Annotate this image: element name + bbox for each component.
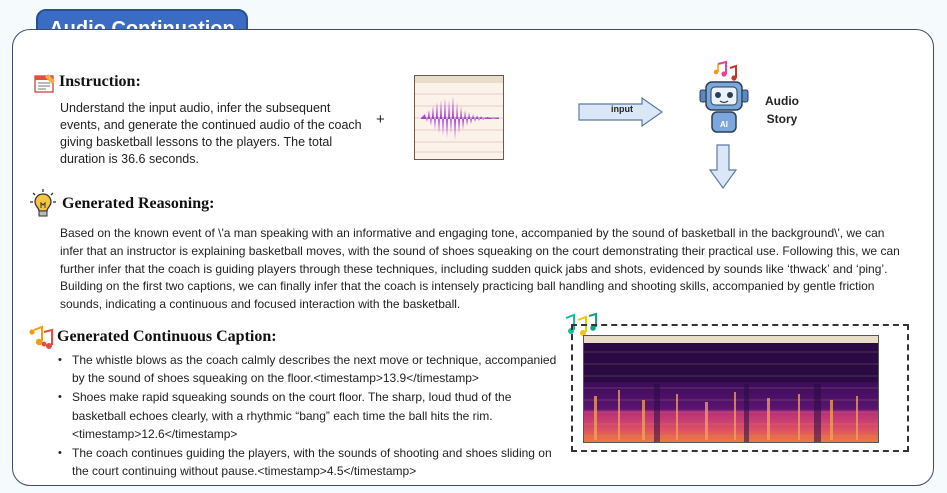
audio-story-line1: Audio [765, 94, 799, 108]
caption-list: The whistle blows as the coach calmly de… [58, 351, 568, 481]
reasoning-heading: Generated Reasoning: [62, 195, 215, 212]
instruction-heading: Instruction: [59, 73, 141, 90]
input-arrow [578, 97, 664, 127]
output-spectrogram [583, 335, 879, 443]
reasoning-text: Based on the known event of \'a man spea… [60, 226, 900, 312]
lightbulb-icon [30, 189, 56, 217]
caption-heading: Generated Continuous Caption: [57, 328, 277, 345]
audio-story-line2: Story [766, 112, 798, 126]
output-arrow [709, 144, 737, 190]
plus-sign: + [376, 111, 385, 128]
caption-item: The whistle blows as the coach calmly de… [58, 351, 568, 387]
input-waveform [414, 75, 504, 160]
music-notes-icon [713, 60, 737, 81]
robot-icon: AI [699, 60, 749, 133]
instruction-text: Understand the input audio, infer the su… [60, 101, 362, 166]
caption-item: The coach continues guiding the players,… [58, 444, 568, 480]
input-arrow-label: input [611, 104, 633, 114]
output-spectrogram-frame [571, 324, 909, 452]
calendar-icon [34, 74, 55, 93]
caption-item: Shoes make rapid squeaking sounds on the… [58, 388, 568, 443]
audio-story-label: Audio Story [762, 92, 802, 128]
robot-badge: AI [720, 120, 728, 129]
music-note-icon [29, 325, 53, 349]
